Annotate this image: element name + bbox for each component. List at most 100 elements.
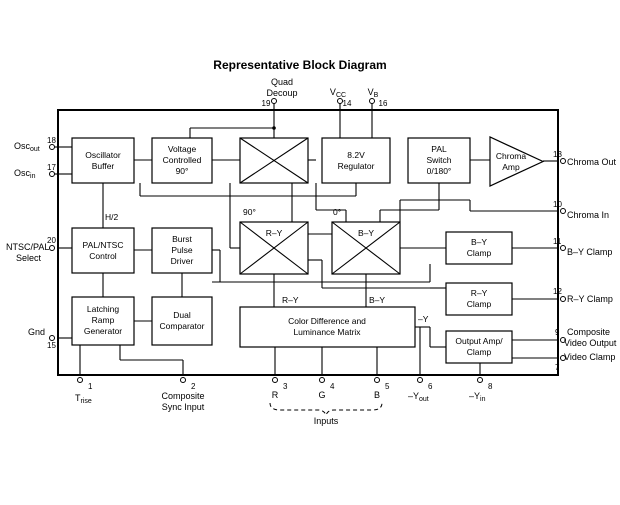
pal-switch-line1: PAL [431,144,447,154]
svg-text:17: 17 [47,163,56,172]
ry-signal-label: R–Y [282,295,299,305]
chip-outline [57,109,559,376]
oscillator-buffer-block: Oscillator Buffer [71,137,135,184]
svg-text:12: 12 [553,287,562,296]
pal-switch-line3: 0/180° [427,166,452,176]
svg-text:B–Y Clamp: B–Y Clamp [567,247,612,257]
pal-switch-block: PAL Switch 0/180° [407,137,471,184]
svg-text:Sync Input: Sync Input [162,402,205,412]
svg-text:8: 8 [488,382,493,391]
pin-16-vb: VB 16 [368,87,388,110]
chroma-amp-block: Chroma Amp [489,136,545,187]
svg-text:Oscin: Oscin [14,168,36,180]
svg-text:14: 14 [343,99,352,108]
ry-clamp-line1: R–Y [471,288,488,298]
svg-text:Composite: Composite [161,391,204,401]
svg-text:G: G [318,390,325,400]
pin-1-trise: 1 Trise [75,377,93,405]
ramp-line2: Ramp [92,315,115,325]
svg-text:VB: VB [368,87,379,99]
deg90-label: 90° [243,207,256,217]
matrix-line2: Luminance Matrix [293,327,361,337]
svg-text:Gnd: Gnd [28,327,45,337]
inputs-brace: Inputs [269,402,383,426]
comparator-line2: Comparator [160,321,205,331]
vco-block: Voltage Controlled 90° [151,137,213,184]
pin-17-osc-in: Oscin 17 [14,163,58,180]
by-demod-label: B–Y [358,228,374,238]
svg-text:9: 9 [555,328,560,337]
vco-line2: Controlled [163,155,202,165]
pin-19-quad-decoup: Quad Decoup 19 [262,77,298,110]
svg-text:R: R [272,390,279,400]
pin-5-b-input: 5 B [374,377,390,400]
pin-2-composite-sync-input: 2 Composite Sync Input [161,377,205,412]
regulator-line2: Regulator [338,161,375,171]
comparator-line1: Dual [173,310,191,320]
svg-text:13: 13 [553,150,562,159]
regulator-block: 8.2V Regulator [321,137,391,184]
page-title: Representative Block Diagram [213,58,387,72]
svg-text:15: 15 [47,341,56,350]
svg-text:7: 7 [555,363,560,372]
pin-20-ntsc-pal-select: NTSC/PAL Select 20 [6,236,56,263]
output-amp-clamp-block: Output Amp/ Clamp [445,330,513,364]
svg-text:Video Output: Video Output [564,338,617,348]
wiring [58,110,558,375]
svg-text:11: 11 [553,237,562,246]
svg-text:R–Y Clamp: R–Y Clamp [567,294,613,304]
pin-15-gnd: Gnd 15 [28,327,56,350]
vco-line3: 90° [176,166,189,176]
svg-text:Video Clamp: Video Clamp [564,352,615,362]
pal-ntsc-line2: Control [89,251,117,261]
inputs-label: Inputs [314,416,339,426]
burst-line3: Driver [171,256,194,266]
svg-text:18: 18 [47,136,56,145]
pal-switch-line2: Switch [426,155,451,165]
regulator-line1: 8.2V [347,150,365,160]
by-clamp-line1: B–Y [471,237,487,247]
ry-demod-label: R–Y [266,228,283,238]
svg-text:B: B [374,390,380,400]
deg0-label: 0° [333,207,341,217]
vco-line1: Voltage [168,144,197,154]
h2-signal-label: H/2 [105,212,119,222]
svg-text:19: 19 [262,99,271,108]
ramp-line1: Latching [87,304,119,314]
chroma-amp-line2: Amp [502,162,520,172]
pin-6-y-out: 6 –Yout [408,377,433,403]
svg-text:Chroma Out: Chroma Out [567,157,617,167]
matrix-line1: Color Difference and [288,316,366,326]
osc-buffer-line2: Buffer [92,161,115,171]
dual-comparator-block: Dual Comparator [151,296,213,346]
svg-text:20: 20 [47,236,56,245]
burst-pulse-driver-block: Burst Pulse Driver [151,227,213,274]
svg-text:VCC: VCC [330,87,346,99]
svg-text:5: 5 [385,382,390,391]
pin-11-by-clamp: 11 B–Y Clamp [553,237,612,257]
pin-3-r-input: 3 R [272,377,288,400]
svg-text:Trise: Trise [75,393,92,405]
svg-text:3: 3 [283,382,288,391]
color-difference-matrix-block: Color Difference and Luminance Matrix [239,306,416,348]
neg-y-signal-label: –Y [418,314,429,324]
pin-12-ry-clamp: 12 R–Y Clamp [553,287,613,304]
output-amp-line2: Clamp [467,347,492,357]
burst-line2: Pulse [171,245,193,255]
svg-text:–Yin: –Yin [469,391,486,403]
pin-13-chroma-out: 13 Chroma Out [553,150,617,167]
pin-7-video-clamp: 7 Video Clamp [555,352,615,372]
svg-text:Composite: Composite [567,327,610,337]
svg-text:Select: Select [16,253,42,263]
ry-demodulator-block: R–Y [239,221,309,275]
pin-10-chroma-in: 10 Chroma In [553,200,609,220]
by-signal-label: B–Y [369,295,385,305]
output-amp-line1: Output Amp/ [455,336,503,346]
pal-ntsc-control-block: PAL/NTSC Control [71,227,135,274]
burst-line1: Burst [172,234,192,244]
chroma-amp-line1: Chroma [496,151,527,161]
pin-14-vcc: VCC 14 [330,87,352,110]
by-clamp-block: B–Y Clamp [445,231,513,265]
